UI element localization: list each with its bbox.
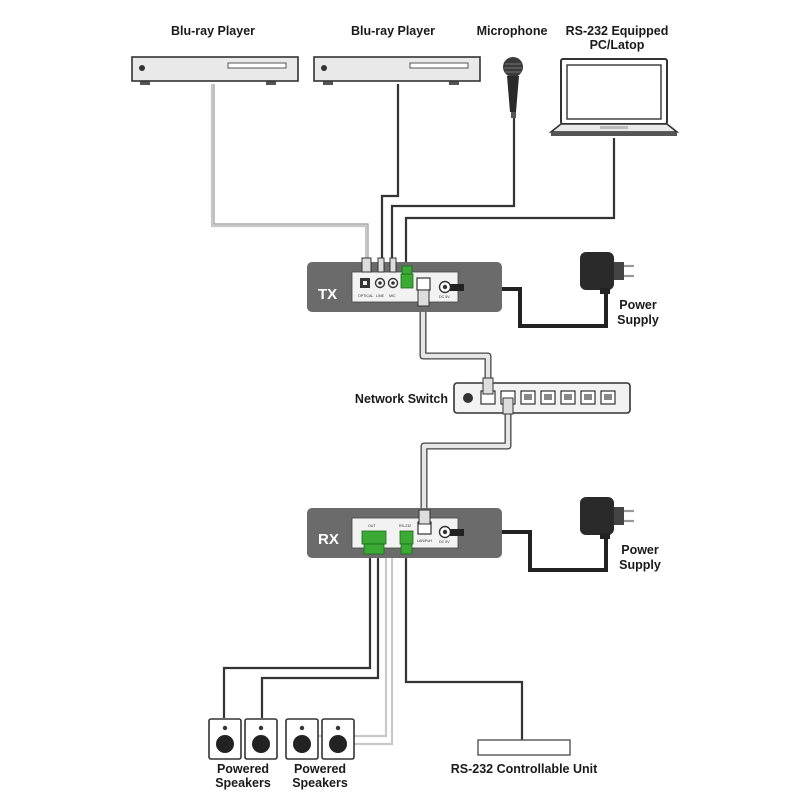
cables <box>210 84 616 746</box>
speaker-2 <box>244 718 278 760</box>
cable-rx-speaker-c <box>318 556 388 738</box>
cable-pc-rs232 <box>404 138 616 262</box>
cable-bluray1-optical-dark <box>213 84 369 262</box>
label-power-supply-rx-2: Supply <box>619 558 661 572</box>
tx-port-optical: OPTICAL <box>358 294 373 298</box>
rx-unit: RX OUT RS-232 LAN/PoH DC 5V <box>307 508 502 558</box>
tx-label: TX <box>318 286 337 303</box>
cable-bluray2-line <box>380 84 400 262</box>
speaker-4 <box>321 718 355 760</box>
microphone <box>503 57 523 118</box>
switch-ports <box>480 390 616 405</box>
cable-microphone <box>390 118 516 262</box>
label-power-supply-tx-1: Power <box>619 298 657 312</box>
tx-unit: TX OPTICAL LINE MIC DC 5V <box>307 257 502 312</box>
cable-rx-power <box>462 530 608 572</box>
cable-rx-speaker-a <box>222 556 372 718</box>
label-speakers-1-line2: Speakers <box>215 776 271 790</box>
label-microphone: Microphone <box>477 24 548 38</box>
bluray-player-1 <box>131 56 299 85</box>
tx-port-mic: MIC <box>389 294 396 298</box>
label-power-supply-tx-2: Supply <box>617 313 659 327</box>
cable-switch-rx-cat-inner <box>421 414 511 512</box>
cable-bluray1-optical <box>210 84 368 262</box>
rx-port-dc: DC 5V <box>439 540 450 544</box>
label-power-supply-rx-1: Power <box>621 543 659 557</box>
label-bluray-1: Blu-ray Player <box>171 24 255 38</box>
bluray-player-2 <box>313 56 481 85</box>
tx-port-dc: DC 5V <box>439 295 450 299</box>
power-supply-rx <box>580 497 634 539</box>
cable-rx-speaker-b <box>260 556 380 718</box>
rs232-controllable-unit <box>477 739 571 756</box>
label-pc-line2: PC/Latop <box>590 38 645 52</box>
label-network-switch: Network Switch <box>355 392 448 406</box>
cable-tx-switch-cat-inner <box>420 306 491 380</box>
cable-rx-speaker-d <box>352 556 394 746</box>
label-speakers-2-line1: Powered <box>294 762 346 776</box>
label-speakers-2-line2: Speakers <box>292 776 348 790</box>
label-pc-line1: RS-232 Equipped <box>566 24 669 38</box>
cable-switch-rx-cat <box>420 414 512 512</box>
label-speakers-1-line1: Powered <box>217 762 269 776</box>
label-rs232-unit: RS-232 Controllable Unit <box>451 762 598 776</box>
rx-label: RX <box>318 531 339 548</box>
laptop <box>548 58 680 136</box>
cable-tx-switch-cat <box>419 306 492 380</box>
rx-port-rs232: RS-232 <box>399 524 411 528</box>
network-switch <box>453 377 631 415</box>
tx-port-line: LINE <box>376 294 385 298</box>
power-supply-tx <box>580 252 634 294</box>
cable-rx-rs232-unit <box>404 556 524 740</box>
rx-port-lan: LAN/PoH <box>417 539 432 543</box>
label-bluray-2: Blu-ray Player <box>351 24 435 38</box>
rx-port-out: OUT <box>368 524 376 528</box>
speaker-3 <box>285 718 319 760</box>
speaker-1 <box>208 718 242 760</box>
